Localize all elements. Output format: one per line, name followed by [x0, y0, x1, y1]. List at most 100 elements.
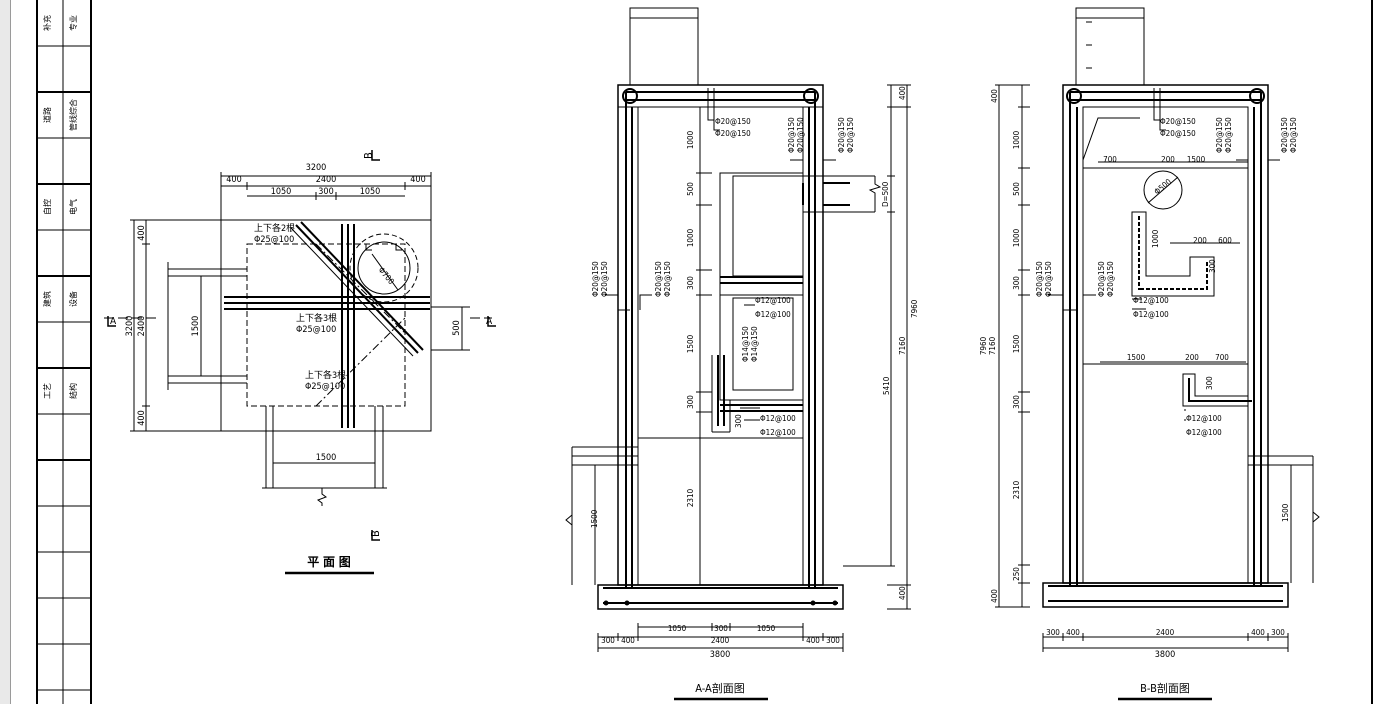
bb-dim-top-row-1: 200 [1161, 155, 1175, 164]
aa-dim-left-0: 1000 [686, 130, 695, 149]
aa-rebar-left-3: Φ20@150 [654, 261, 663, 297]
plan-dim-1050-b: 1050 [360, 187, 381, 197]
bb-dim-1000: 1000 [1151, 229, 1160, 248]
aa-dim-total: 3800 [710, 650, 731, 660]
aa-rebar-14-2: Φ14@150 [750, 326, 759, 362]
section-aa-view [565, 7, 911, 701]
aa-rebar-12-3: Φ12@100 [760, 414, 796, 423]
aa-dim-left-5: 300 [686, 395, 695, 409]
bb-rebar-top-1: Φ20@150 [1160, 117, 1196, 126]
title-block [36, 0, 91, 704]
aa-rebar-wall-1: Φ20@150 [787, 117, 796, 153]
aa-rebar-wall-3: Φ20@150 [837, 117, 846, 153]
plan-section-b-bottom: B [369, 530, 382, 537]
titleblock-cell: 电气 [68, 199, 78, 215]
aa-dim-right-top: 400 [898, 86, 907, 100]
aa-dim-right-lower: 5410 [882, 376, 891, 395]
section-bb-view [995, 7, 1320, 701]
bb-rebar-12-1: Φ12@100 [1133, 296, 1169, 305]
bb-dim-bottom-3: 400 [1251, 628, 1265, 637]
plan-dim-left-1500: 1500 [191, 316, 201, 337]
titleblock-cell: 补充 [42, 15, 52, 31]
aa-dim-left-3: 300 [686, 276, 695, 290]
bb-dim-left-7: 2310 [1012, 480, 1021, 499]
aa-title: A-A剖面图 [695, 681, 745, 695]
plan-rebar-3a: 上下各3根 [305, 369, 346, 381]
aa-dim-right-inner: 7160 [898, 336, 907, 355]
bb-dim-left-9: 400 [990, 589, 999, 603]
bb-dim-bottom-4: 300 [1271, 628, 1285, 637]
bb-dim-low-row-2: 700 [1215, 353, 1229, 362]
plan-dim-400-l: 400 [226, 175, 241, 185]
bb-rebar-top-2: Φ20@150 [1160, 129, 1196, 138]
bb-dim-300a: 300 [1208, 259, 1217, 273]
aa-dim-left-1: 500 [686, 182, 695, 196]
bb-rebar-12-2: Φ12@100 [1133, 310, 1169, 319]
bb-rebar-left-1: Φ20@150 [1035, 261, 1044, 297]
plan-rebar-1a: 上下各2根 [254, 222, 295, 234]
plan-dim-left-400-bot: 400 [137, 410, 147, 425]
plan-rebar-3b: Φ25@100 [305, 382, 345, 392]
plan-dim-right-500: 500 [452, 320, 462, 335]
bb-dim-300b: 300 [1205, 376, 1214, 390]
bb-rebar-12-3: Φ12@100 [1186, 414, 1222, 423]
aa-dim-bottom-1-1: 300 [714, 624, 728, 633]
bb-dim-mid-row-1: 600 [1218, 236, 1232, 245]
bb-rebar-left-3: Φ20@150 [1097, 261, 1106, 297]
aa-dim-300: 300 [734, 414, 743, 428]
titleblock-cell: 结构 [68, 383, 78, 399]
bb-dim-top-row-0: 700 [1103, 155, 1117, 164]
bb-dim-bottom-1: 400 [1066, 628, 1080, 637]
bb-dim-left-0: 400 [990, 89, 999, 103]
plan-section-a-left: A [110, 316, 117, 327]
bb-dim-right-1500: 1500 [1281, 503, 1290, 522]
aa-rebar-left-1: Φ20@150 [591, 261, 600, 297]
bb-rebar-12-4: Φ12@100 [1186, 428, 1222, 437]
aa-dim-bottom-1-0: 1050 [668, 624, 687, 633]
bb-rebar-left-4: Φ20@150 [1106, 261, 1115, 297]
bb-dim-low-row-1: 200 [1185, 353, 1199, 362]
plan-dim-2400: 2400 [316, 175, 337, 185]
aa-dim-1500: 1500 [590, 509, 599, 528]
bb-rebar-wall-3: Φ20@150 [1280, 117, 1289, 153]
titleblock-cell: 工艺 [43, 383, 52, 399]
plan-dim-3200: 3200 [306, 163, 327, 173]
aa-dim-bottom-2-1: 400 [621, 636, 635, 645]
bb-dim-left-3: 1000 [1012, 228, 1021, 247]
titleblock-cell: 专业 [68, 15, 78, 31]
plan-dim-1050-a: 1050 [271, 187, 292, 197]
aa-rebar-top-1: Φ20@150 [715, 117, 751, 126]
bb-dim-left-4: 300 [1012, 276, 1021, 290]
bb-rebar-wall-1: Φ20@150 [1215, 117, 1224, 153]
bb-rebar-wall-2: Φ20@150 [1224, 117, 1233, 153]
page-margin [0, 0, 10, 704]
bb-dim-left-total-0: 7960 [979, 336, 988, 355]
bb-dim-bottom-0: 300 [1046, 628, 1060, 637]
bb-rebar-wall-4: Φ20@150 [1289, 117, 1298, 153]
aa-rebar-left-4: Φ20@150 [663, 261, 672, 297]
aa-dim-bottom-1-2: 1050 [757, 624, 776, 633]
aa-rebar-12-1: Φ12@100 [755, 296, 791, 305]
plan-view [104, 150, 496, 575]
aa-rebar-top-2: Φ20@150 [715, 129, 751, 138]
bb-dim-mid-row-0: 200 [1193, 236, 1207, 245]
bb-title: B-B剖面图 [1140, 681, 1190, 695]
aa-dim-right-bottom: 400 [898, 586, 907, 600]
titleblock-cell: 道路 [42, 107, 52, 123]
bb-dim-left-6: 300 [1012, 395, 1021, 409]
bb-dim-left-total-1: 7160 [988, 336, 997, 355]
titleblock-cell: 管线综合 [68, 99, 78, 131]
plan-section-b-top: B [362, 152, 375, 159]
bb-dim-top-row-2: 1500 [1187, 155, 1206, 164]
plan-dim-bottom-1500: 1500 [316, 453, 337, 463]
plan-section-a-right: A [486, 316, 493, 327]
aa-rebar-left-2: Φ20@150 [600, 261, 609, 297]
titleblock-cell: 设备 [68, 291, 78, 307]
titleblock-cell: 建筑 [42, 291, 52, 307]
aa-rebar-12-2: Φ12@100 [755, 310, 791, 319]
aa-dim-bottom-2-0: 300 [601, 636, 615, 645]
bb-dim-low-row-0: 1500 [1127, 353, 1146, 362]
plan-title: 平 面 图 [307, 555, 351, 569]
aa-dim-bottom-2-2: 2400 [711, 636, 730, 645]
